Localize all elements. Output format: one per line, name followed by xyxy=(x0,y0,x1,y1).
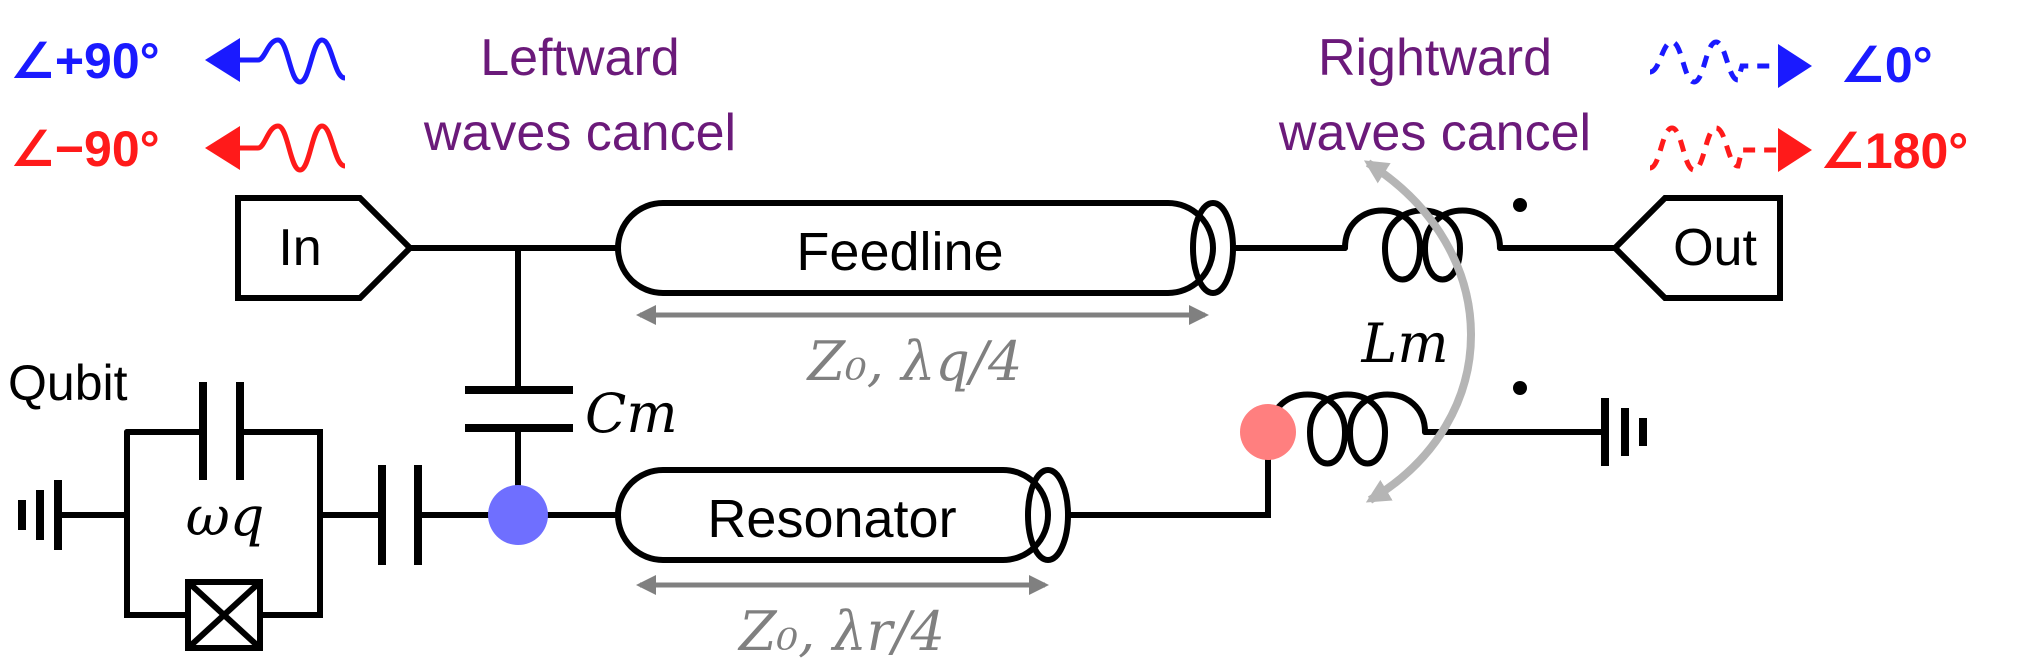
leftward-red-wave xyxy=(205,123,347,173)
leftward-title-line2: waves cancel xyxy=(423,104,736,162)
mutual-inductance-label: Lm xyxy=(1360,312,1448,375)
josephson-junction xyxy=(185,579,263,651)
inductor-top xyxy=(1342,198,1527,283)
ground-right xyxy=(1601,398,1647,466)
phase-right-red: ∠180° xyxy=(1820,123,1968,179)
coupling-arrow xyxy=(1363,159,1475,504)
capacitor-cm xyxy=(465,386,573,432)
capacitor-qubit-coupling xyxy=(378,465,422,565)
input-port[interactable]: In xyxy=(235,195,415,301)
rightward-blue-wave xyxy=(1649,39,1812,88)
red-node xyxy=(1240,404,1296,460)
qubit-label: Qubit xyxy=(8,355,128,411)
qubit-circuit xyxy=(57,382,323,651)
feedline-param: Z₀, λq/4 xyxy=(806,330,1023,393)
output-port[interactable]: Out xyxy=(1610,195,1783,301)
rightward-red-wave xyxy=(1648,125,1812,173)
phase-left-red: ∠−90° xyxy=(10,121,160,177)
cm-label: Cm xyxy=(585,382,678,445)
rightward-title-line2: waves cancel xyxy=(1278,104,1591,162)
feedline-label: Feedline xyxy=(796,222,1003,282)
blue-node xyxy=(488,485,548,545)
phase-left-blue: ∠+90° xyxy=(10,33,160,89)
resonator: Resonator xyxy=(615,467,1071,563)
resonator-param: Z₀, λr/4 xyxy=(737,600,945,663)
phase-right-blue: ∠0° xyxy=(1840,37,1933,93)
leftward-blue-wave xyxy=(205,37,346,85)
qubit-frequency-label: ωq xyxy=(186,485,265,548)
resonator-label: Resonator xyxy=(707,489,956,549)
ground-left xyxy=(18,480,62,550)
rightward-title-line1: Rightward xyxy=(1318,29,1552,87)
output-port-label: Out xyxy=(1673,219,1757,277)
inductor-bottom xyxy=(1267,381,1527,467)
leftward-title-line1: Leftward xyxy=(480,29,679,87)
input-port-label: In xyxy=(278,219,321,277)
feedline: Feedline xyxy=(615,200,1236,296)
